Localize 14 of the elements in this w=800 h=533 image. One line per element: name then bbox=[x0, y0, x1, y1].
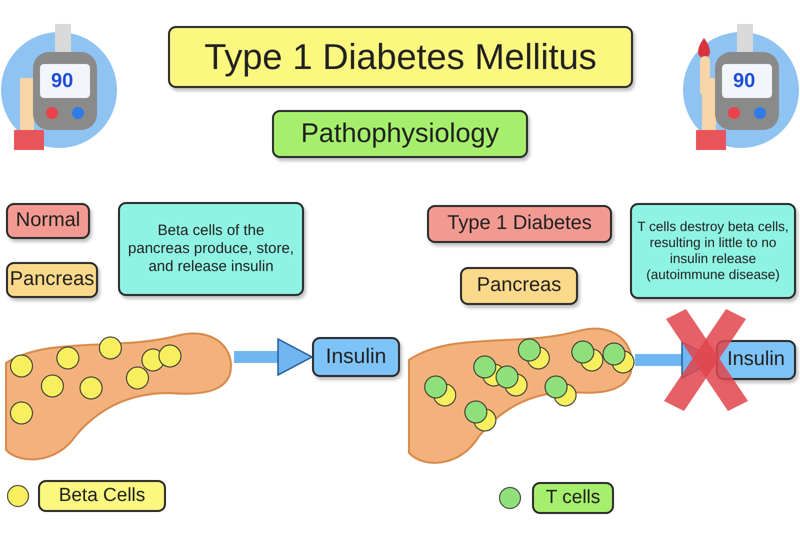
description-box: Beta cells of the pancreas produce, store, and release insulin bbox=[118, 202, 304, 296]
display-reading: 90 bbox=[51, 71, 74, 91]
flow-arrow bbox=[234, 338, 313, 376]
organ-label: Pancreas bbox=[460, 267, 578, 305]
section-label: Type 1 Diabetes bbox=[427, 205, 612, 243]
section-label: Normal bbox=[6, 203, 90, 239]
subtitle-box: Pathophysiology bbox=[272, 110, 528, 158]
legend-label: Beta Cells bbox=[38, 480, 166, 512]
description-box: T cells destroy beta cells, resulting in little to no insulin release (autoimmune disease) bbox=[630, 203, 796, 299]
display-reading: 90 bbox=[733, 71, 756, 91]
organ-label: Pancreas bbox=[6, 262, 98, 298]
insulin-box: Insulin bbox=[312, 337, 400, 377]
title-box: Type 1 Diabetes Mellitus bbox=[168, 26, 633, 88]
legend-label: T cells bbox=[532, 482, 614, 514]
